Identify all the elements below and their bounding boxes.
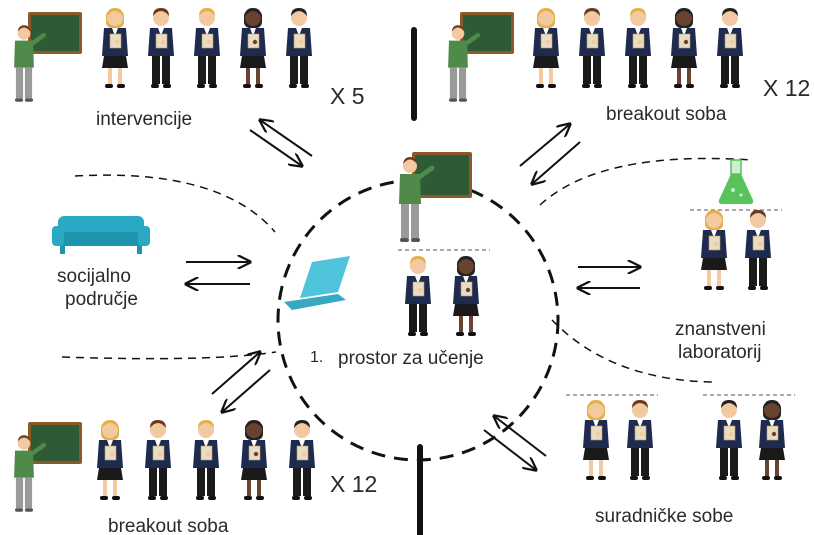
student-icon — [625, 8, 651, 88]
label-socijalno-line2: područje — [65, 289, 138, 310]
student-icon — [193, 420, 219, 500]
chalkboard-icon — [28, 12, 82, 54]
label-center-text: prostor za učenje — [338, 348, 484, 369]
student-icon — [241, 420, 267, 500]
student-icon — [533, 8, 559, 88]
student-icon — [148, 8, 174, 88]
student-icon — [745, 210, 771, 290]
label-breakout-top: breakout soba — [606, 104, 727, 125]
student-icon — [453, 256, 479, 336]
student-icon — [405, 256, 431, 336]
label-suradnicke: suradničke sobe — [595, 506, 733, 527]
arrows-breakout-bottom — [211, 352, 271, 412]
arrows-intervencije — [249, 120, 313, 166]
teacher-icon — [14, 25, 47, 102]
lab-zone-boundary-lower — [551, 319, 713, 383]
chalkboard-icon — [412, 152, 472, 198]
lab-zone-boundary — [539, 157, 753, 206]
sofa-icon — [52, 216, 150, 254]
arrow-icon — [222, 369, 271, 412]
arrow-icon — [483, 429, 536, 470]
student-icon — [240, 8, 266, 88]
arrows-breakout-top — [519, 124, 581, 184]
student-icon — [194, 8, 220, 88]
people-layer — [14, 8, 785, 512]
student-icon — [145, 420, 171, 500]
social-zone-boundary — [74, 174, 276, 233]
arrow-icon — [211, 352, 260, 395]
label-intervencije-count: X 5 — [330, 83, 365, 109]
student-icon — [716, 400, 742, 480]
chalkboard-icon — [460, 12, 514, 54]
arrow-icon — [494, 416, 547, 457]
label-breakout-top-count: X 12 — [763, 75, 810, 101]
label-center-number: 1. — [310, 349, 323, 366]
teacher-icon — [14, 435, 47, 512]
laptop-icon — [284, 256, 350, 310]
label-socijalno-line1: socijalno — [57, 266, 131, 287]
label-lab-line1: znanstveni — [675, 319, 766, 340]
flask-icon — [718, 159, 754, 204]
arrow-icon — [519, 124, 570, 167]
label-breakout-bottom-count: X 12 — [330, 471, 377, 497]
arrows-social — [186, 262, 250, 284]
student-icon — [627, 400, 653, 480]
arrow-icon — [532, 141, 581, 184]
student-icon — [579, 8, 605, 88]
arrow-icon — [260, 120, 313, 157]
arrows-collab — [483, 416, 547, 470]
student-icon — [717, 8, 743, 88]
student-icon — [759, 400, 785, 480]
social-zone-boundary-lower — [61, 351, 277, 360]
label-intervencije: intervencije — [96, 109, 192, 130]
student-icon — [286, 8, 312, 88]
student-icon — [701, 210, 727, 290]
label-lab-line2: laboratorij — [678, 342, 761, 363]
student-icon — [671, 8, 697, 88]
arrows-lab — [578, 267, 640, 288]
student-icon — [102, 8, 128, 88]
student-icon — [289, 420, 315, 500]
chalkboard-icon — [28, 422, 82, 464]
student-icon — [97, 420, 123, 500]
student-icon — [583, 400, 609, 480]
label-breakout-bottom: breakout soba — [108, 516, 229, 535]
teacher-icon — [399, 157, 435, 242]
teacher-icon — [448, 25, 481, 102]
arrow-icon — [249, 129, 302, 166]
